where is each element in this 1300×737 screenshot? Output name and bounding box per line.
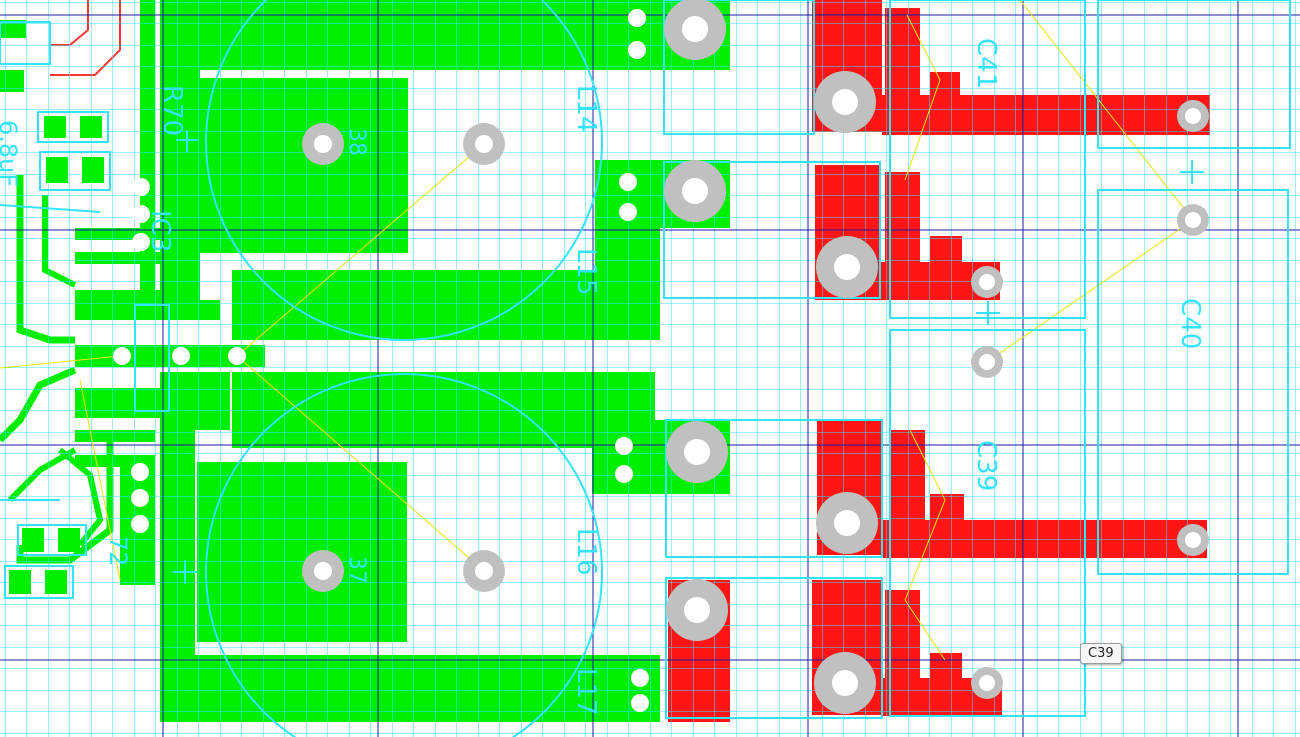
- label-l17: L17: [571, 668, 601, 716]
- smd-pad[interactable]: [9, 570, 31, 594]
- c39-outline[interactable]: [889, 329, 1086, 717]
- reference-designators: R70 IC3 L14 L15 L16 L17 C41 C40 C39 38 3…: [0, 38, 1205, 716]
- part-outline[interactable]: [0, 21, 51, 65]
- via-icon[interactable]: [172, 347, 190, 365]
- smd-pads: [9, 116, 104, 594]
- label-c37: 37: [344, 556, 369, 584]
- component-outline[interactable]: [663, 161, 881, 299]
- component-outline[interactable]: [663, 0, 815, 135]
- via-icon[interactable]: [619, 203, 637, 221]
- via-icon[interactable]: [628, 9, 646, 27]
- smd-pad[interactable]: [80, 116, 102, 138]
- part-outline[interactable]: [4, 565, 74, 599]
- via-icon[interactable]: [132, 178, 150, 196]
- via-icon[interactable]: [615, 437, 633, 455]
- via-icon[interactable]: [131, 515, 149, 533]
- part-outline[interactable]: [39, 151, 111, 191]
- component-outline[interactable]: [665, 577, 883, 719]
- label-l16: L16: [571, 528, 601, 576]
- smd-pad[interactable]: [46, 157, 68, 183]
- label-c41: C41: [971, 38, 1001, 89]
- via-icon[interactable]: [132, 205, 150, 223]
- via-icon[interactable]: [628, 41, 646, 59]
- hover-tooltip: C39: [1080, 643, 1122, 664]
- ic3-outline[interactable]: [134, 304, 170, 412]
- part-outline[interactable]: [17, 524, 87, 556]
- label-ic3: IC3: [145, 210, 175, 252]
- via-icon[interactable]: [132, 233, 150, 251]
- component-outline[interactable]: [665, 419, 883, 558]
- label-l14: L14: [571, 85, 601, 133]
- label-c39: C39: [971, 440, 1001, 491]
- c40-outline[interactable]: [1097, 189, 1289, 575]
- via-icon[interactable]: [619, 173, 637, 191]
- via-icon[interactable]: [631, 694, 649, 712]
- via-icon[interactable]: [113, 347, 131, 365]
- smd-pad[interactable]: [58, 528, 80, 552]
- plus-polarity-icon: [173, 130, 1204, 584]
- via-icon[interactable]: [615, 465, 633, 483]
- label-72: 72: [104, 536, 132, 567]
- via-icon[interactable]: [131, 463, 149, 481]
- part-outline[interactable]: [37, 111, 109, 143]
- inductor-outline[interactable]: [205, 373, 603, 737]
- label-l15: L15: [571, 248, 601, 296]
- ratsnest-lines: [0, 0, 1194, 661]
- label-r70: R70: [157, 85, 187, 136]
- smd-pad[interactable]: [82, 157, 104, 183]
- label-c38: 38: [344, 128, 369, 156]
- via-icon[interactable]: [131, 489, 149, 507]
- label-c40: C40: [1175, 298, 1205, 349]
- smd-pad[interactable]: [22, 528, 44, 552]
- smd-pad[interactable]: [44, 116, 66, 138]
- via-icon[interactable]: [228, 347, 246, 365]
- c40-upper-outline[interactable]: [1097, 0, 1291, 149]
- via-icon[interactable]: [631, 669, 649, 687]
- smd-pad[interactable]: [45, 570, 67, 594]
- inductor-outline[interactable]: [205, 0, 603, 341]
- through-hole-pads: [113, 0, 1209, 714]
- label-6-8uf: 6.8uF: [0, 120, 22, 187]
